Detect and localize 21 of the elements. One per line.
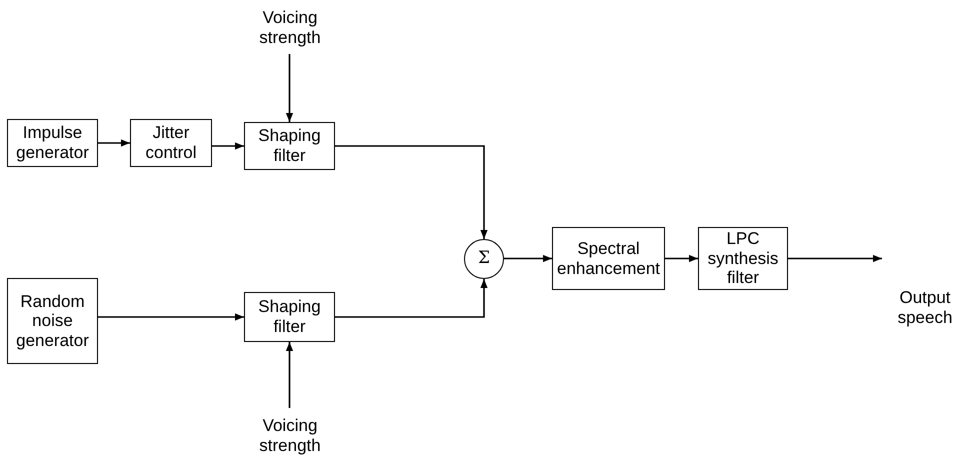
- arrow: [286, 54, 294, 122]
- process-box: Spectral enhancement: [552, 227, 665, 290]
- process-box: Jitter control: [130, 119, 212, 167]
- output-label: Output speech: [896, 288, 954, 328]
- arrow: [98, 313, 244, 321]
- process-box: Shaping filter: [244, 292, 335, 342]
- arrow: [665, 254, 698, 262]
- arrow: [335, 279, 488, 318]
- arrow: [788, 254, 882, 262]
- process-box: Random noise generator: [7, 278, 98, 364]
- input-label: Voicing strength: [245, 8, 335, 48]
- input-label: Voicing strength: [245, 414, 335, 458]
- process-box: Impulse generator: [7, 119, 98, 167]
- arrow: [212, 142, 244, 150]
- arrow: [504, 254, 552, 262]
- arrow: [98, 139, 130, 147]
- process-box: LPC synthesis filter: [698, 227, 788, 290]
- process-box: Shaping filter: [244, 122, 335, 170]
- arrow: [335, 145, 488, 239]
- summing-junction: Σ: [464, 239, 504, 279]
- arrow: [286, 342, 294, 408]
